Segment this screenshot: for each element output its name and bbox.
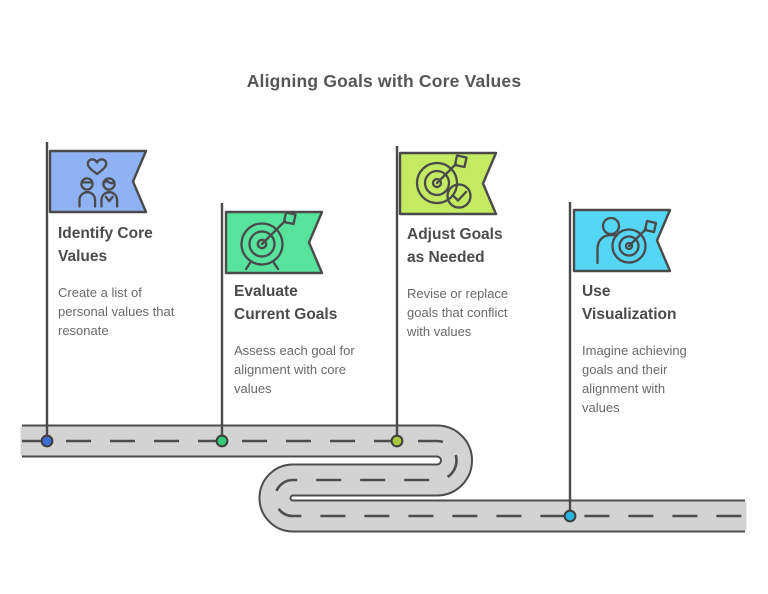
step-4-text: Use Visualization Imagine achieving goal… bbox=[582, 280, 742, 417]
step-1-description: Create a list of personal values that re… bbox=[58, 285, 175, 338]
flag-shape-1 bbox=[48, 149, 148, 214]
step-2-heading: Evaluate Current Goals bbox=[234, 283, 338, 323]
milestone-dot-4 bbox=[563, 509, 577, 523]
person-target-icon bbox=[596, 216, 658, 265]
step-1-text: Identify Core Values Create a list of pe… bbox=[58, 222, 213, 340]
target-arrow-icon bbox=[240, 211, 297, 271]
step-2-description: Assess each goal for alignment with core… bbox=[234, 343, 355, 396]
milestone-dot-3 bbox=[390, 434, 404, 448]
step-2-text: Evaluate Current Goals Assess each goal … bbox=[234, 280, 399, 398]
step-3-heading: Adjust Goals as Needed bbox=[407, 226, 503, 266]
step-1-heading: Identify Core Values bbox=[58, 225, 153, 265]
step-3-description: Revise or replace goals that conflict wi… bbox=[407, 286, 509, 339]
page-title: Aligning Goals with Core Values bbox=[246, 71, 522, 91]
step-4-description: Imagine achieving goals and their alignm… bbox=[582, 343, 687, 415]
step-3-text: Adjust Goals as Needed Revise or replace… bbox=[407, 223, 562, 341]
step-4-heading: Use Visualization bbox=[582, 283, 677, 323]
target-check-icon bbox=[415, 154, 472, 209]
milestone-dot-1 bbox=[40, 434, 54, 448]
people-heart-icon bbox=[78, 158, 119, 208]
road-surface bbox=[20, 426, 747, 531]
milestone-dot-2 bbox=[215, 434, 229, 448]
